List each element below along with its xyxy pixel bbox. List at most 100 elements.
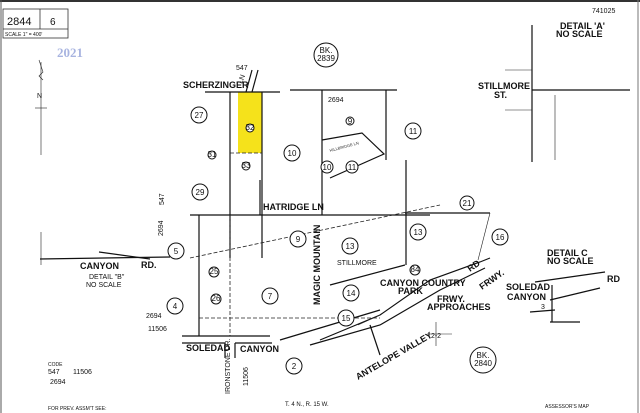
- label-stillmore-small: STILLMORE: [337, 260, 377, 267]
- parcel-2[interactable]: 2: [285, 357, 303, 375]
- svg-text:547: 547: [236, 65, 248, 72]
- svg-text:NO SCALE: NO SCALE: [556, 29, 603, 39]
- svg-text:31: 31: [208, 150, 217, 159]
- map-header: 2844 6 SCALE 1" = 400': [2, 8, 69, 39]
- svg-text:11506: 11506: [243, 367, 250, 386]
- street-magic-mountain: MAGIC MOUNTAIN: [312, 225, 322, 305]
- svg-text:27: 27: [195, 111, 204, 120]
- parcel-11b[interactable]: 11: [345, 160, 359, 174]
- assessors-map-label: ASSESSOR'S MAP: [545, 404, 590, 410]
- svg-text:10: 10: [288, 149, 297, 158]
- svg-text:84: 84: [411, 265, 420, 274]
- street-soledad: SOLEDAD: [186, 343, 231, 353]
- prev-assessment-note: FOR PREV. ASSM'T SEE:: [48, 406, 106, 412]
- detail-c: DETAIL C NO SCALE SOLEDAD CANYON RD 3: [506, 248, 620, 311]
- parcel-lines: [39, 25, 630, 358]
- street-stillmore-st: ST.: [494, 90, 507, 100]
- svg-text:DETAIL "B": DETAIL "B": [89, 274, 125, 281]
- svg-text:CODE: CODE: [48, 362, 63, 368]
- street-canyon-detail-b: CANYON: [80, 261, 119, 271]
- label-canyon-country: CANYON COUNTRY: [380, 278, 466, 288]
- svg-text:547: 547: [48, 369, 60, 376]
- label-frwy: FRWY.: [437, 294, 465, 304]
- parcel-10b[interactable]: 10: [320, 160, 334, 174]
- svg-text:547: 547: [159, 193, 166, 205]
- svg-text:21: 21: [463, 199, 472, 208]
- svg-text:9: 9: [296, 235, 301, 244]
- parcel-7[interactable]: 7: [261, 287, 279, 305]
- detail-b: DETAIL "B" NO SCALE: [86, 274, 125, 289]
- street-soledad-canyon: CANYON: [240, 344, 279, 354]
- book-ref-2839[interactable]: BK. 2839: [313, 42, 339, 68]
- parcel-26[interactable]: 26: [210, 293, 222, 305]
- year-stamp: 2021: [57, 45, 83, 60]
- svg-text:11: 11: [348, 163, 357, 172]
- parcel-29[interactable]: 29: [191, 183, 209, 201]
- book-ref-2840[interactable]: BK. 2840: [469, 346, 497, 374]
- svg-text:CANYON: CANYON: [507, 292, 546, 302]
- svg-text:5: 5: [174, 247, 179, 256]
- svg-text:NO SCALE: NO SCALE: [86, 282, 122, 289]
- svg-text:4: 4: [173, 302, 178, 311]
- svg-text:26: 26: [212, 294, 221, 303]
- svg-text:2840: 2840: [474, 359, 492, 368]
- parcel-11[interactable]: 11: [404, 122, 422, 140]
- svg-text:11: 11: [409, 127, 418, 136]
- svg-text:25: 25: [210, 267, 219, 276]
- svg-text:10: 10: [323, 163, 332, 172]
- svg-text:32: 32: [246, 123, 255, 132]
- parcel-9-top[interactable]: 9: [345, 116, 355, 126]
- svg-text:11506: 11506: [73, 369, 92, 376]
- svg-text:DETAIL 'A': DETAIL 'A': [560, 21, 605, 31]
- page-number: 6: [50, 17, 56, 28]
- parcel-84[interactable]: 84: [409, 264, 421, 276]
- parcel-16[interactable]: 16: [491, 228, 509, 246]
- township-range: T. 4 N., R. 15 W.: [285, 402, 329, 408]
- map-scale: SCALE 1" = 400': [5, 32, 42, 38]
- parcel-5[interactable]: 5: [167, 242, 185, 260]
- street-scherzinger: SCHERZINGER: [183, 80, 249, 90]
- parcel-13b[interactable]: 13: [341, 237, 359, 255]
- code-block: CODE 547 11506 2694: [48, 362, 92, 386]
- svg-text:13: 13: [346, 242, 355, 251]
- svg-text:2694: 2694: [50, 379, 66, 386]
- svg-text:RD: RD: [607, 274, 620, 284]
- parcel-31[interactable]: 31: [207, 150, 217, 160]
- highlighted-parcel[interactable]: [238, 92, 262, 153]
- svg-text:14: 14: [347, 289, 356, 298]
- parcel-9[interactable]: 9: [289, 230, 307, 248]
- svg-text:SOLEDAD: SOLEDAD: [506, 282, 551, 292]
- parcel-32[interactable]: 32: [245, 123, 255, 133]
- svg-text:NO SCALE: NO SCALE: [547, 256, 594, 266]
- svg-text:3: 3: [541, 304, 545, 311]
- parcel-15[interactable]: 15: [337, 309, 355, 327]
- parcel-numbers: 27 10 29 11 10 11 9 21 16 13 13 14 15 5 …: [166, 106, 509, 375]
- svg-text:13: 13: [414, 228, 423, 237]
- street-ln: LN: [237, 74, 247, 85]
- parcel-14[interactable]: 14: [342, 284, 360, 302]
- svg-text:BK.: BK.: [320, 46, 333, 55]
- parcel-4[interactable]: 4: [166, 297, 184, 315]
- svg-text:29: 29: [196, 188, 205, 197]
- street-hatridge: HATRIDGE LN: [263, 202, 324, 212]
- parcel-33[interactable]: 33: [241, 161, 251, 171]
- parcel-21[interactable]: 21: [459, 195, 475, 211]
- svg-text:BK.: BK.: [477, 351, 490, 360]
- svg-text:DETAIL C: DETAIL C: [547, 248, 588, 258]
- parcel-25[interactable]: 25: [208, 266, 220, 278]
- parcel-27[interactable]: 27: [190, 106, 208, 124]
- label-approaches: APPROACHES: [427, 302, 491, 312]
- book-number: 2844: [7, 16, 31, 28]
- svg-text:2694: 2694: [158, 220, 165, 236]
- parcel-13a[interactable]: 13: [409, 223, 427, 241]
- north-arrow-icon: N: [35, 59, 47, 155]
- section-corner: 2-2: [431, 333, 441, 340]
- svg-text:15: 15: [342, 314, 351, 323]
- street-rd-detail-b: RD.: [141, 260, 157, 270]
- street-ironstone: IRONSTONE DR.: [225, 338, 232, 394]
- parcel-10[interactable]: 10: [283, 144, 301, 162]
- svg-text:11506: 11506: [148, 326, 167, 333]
- svg-text:7: 7: [268, 292, 273, 301]
- svg-text:2694: 2694: [146, 313, 162, 320]
